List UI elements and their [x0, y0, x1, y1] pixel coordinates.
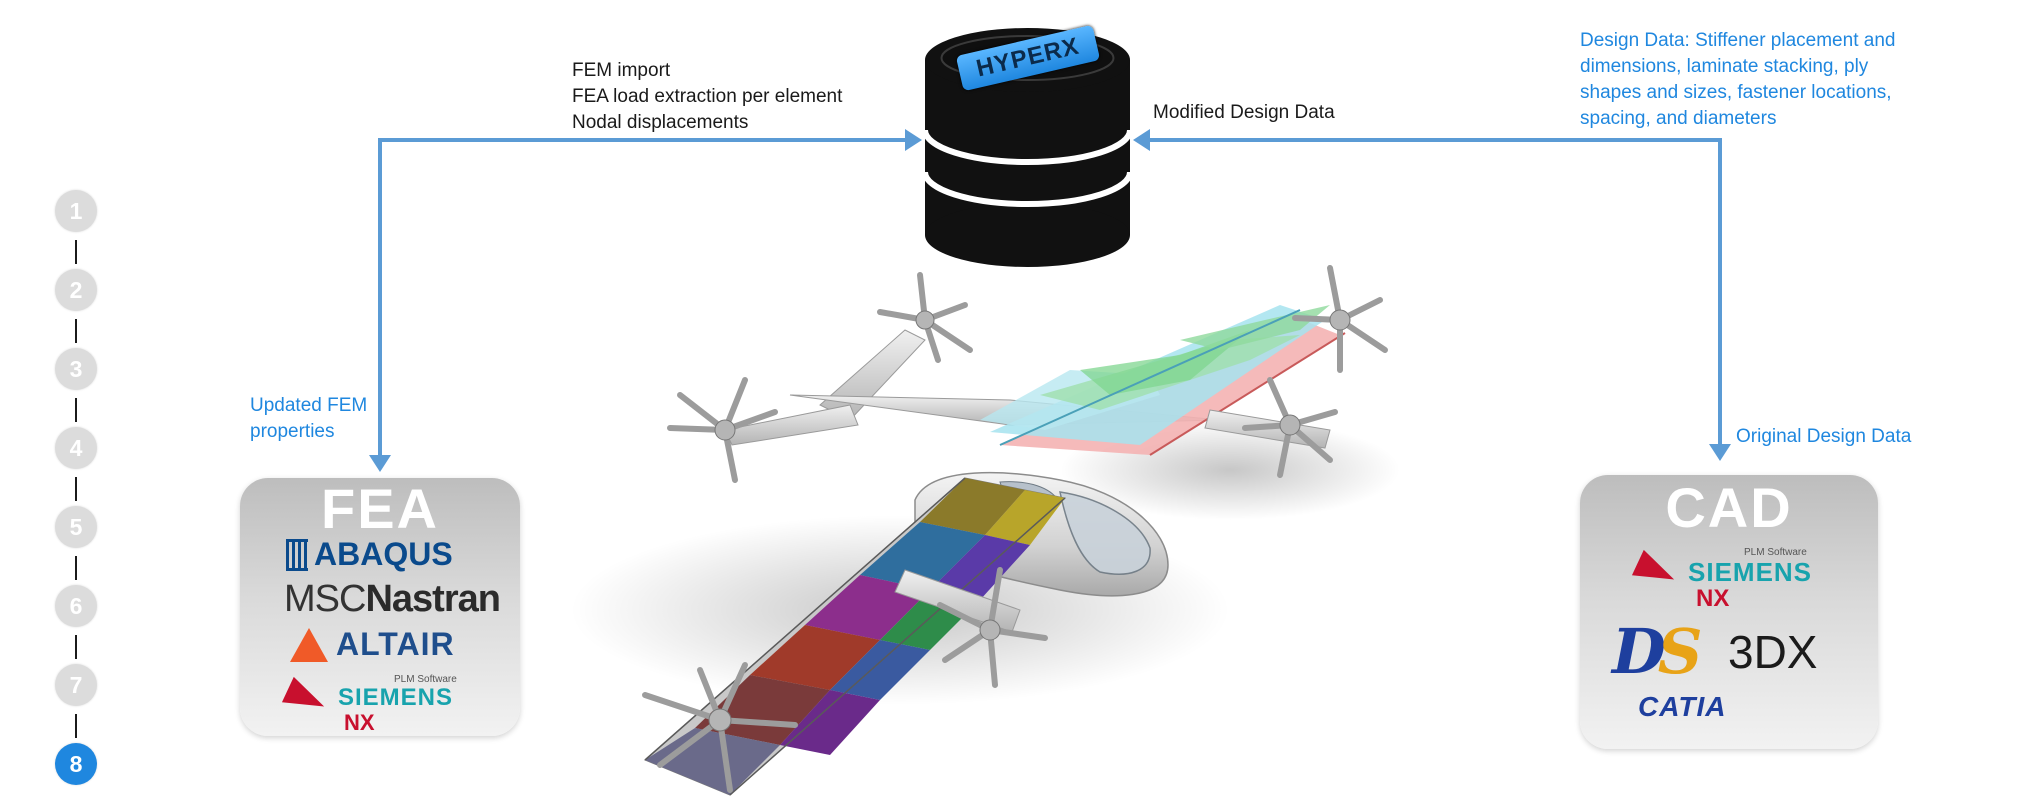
fem-label-line: FEM import	[572, 60, 671, 81]
cad-software-panel[interactable]: CAD PLM Software SIEMENS NX DS 3DX CATIA	[1580, 475, 1878, 749]
siemens-nx-icon	[1631, 549, 1681, 593]
msc-text: MSC	[284, 578, 366, 620]
step-connector	[75, 556, 77, 580]
siemens-text: SIEMENS	[1688, 557, 1813, 587]
altair-text: ALTAIR	[336, 626, 455, 662]
fea-arrow	[369, 129, 922, 472]
updated-fem-line: Updated FEM	[250, 395, 368, 416]
design-data-line: spacing, and diameters	[1580, 108, 1777, 129]
step-8-active[interactable]: 8	[55, 743, 97, 785]
plm-software-text: PLM Software	[394, 674, 457, 685]
nx-text: NX	[1696, 585, 1730, 612]
step-connector	[75, 635, 77, 659]
original-design-data-label: Original Design Data	[1736, 426, 1912, 447]
plm-software-text: PLM Software	[1744, 547, 1807, 558]
step-4[interactable]: 4	[55, 427, 97, 469]
catia-text: CATIA	[1638, 691, 1727, 722]
step-5[interactable]: 5	[55, 506, 97, 548]
step-6[interactable]: 6	[55, 585, 97, 627]
fem-label-line: Nodal displacements	[572, 112, 749, 133]
abaqus-text: ABAQUS	[314, 536, 453, 572]
design-data-label: Design Data: Stiffener placement and dim…	[1580, 28, 1895, 132]
fem-label-line: FEA load extraction per element	[572, 86, 843, 107]
altair-icon	[290, 627, 328, 662]
step-indicator: 1 2 3 4 5 6 7 8	[52, 190, 102, 785]
siemens-nx-icon	[281, 676, 331, 720]
step-2[interactable]: 2	[55, 269, 97, 311]
design-data-line: dimensions, laminate stacking, ply	[1580, 56, 1869, 77]
step-connector	[75, 240, 77, 264]
evtol-aircraft-illustration	[570, 265, 1400, 796]
fea-panel-title: FEA	[321, 477, 439, 540]
step-connector	[75, 477, 77, 501]
nastran-text: Nastran	[365, 578, 500, 620]
step-3[interactable]: 3	[55, 348, 97, 390]
fea-software-panel[interactable]: FEA ABAQUS MSCNastran ALTAIR PLM Softwar…	[240, 477, 520, 736]
catia-3dx-logo: DS 3DX CATIA	[1610, 615, 1850, 725]
abaqus-icon	[286, 538, 308, 571]
updated-fem-line: properties	[250, 421, 335, 442]
siemens-nx-logo: PLM Software SIEMENS NX	[1631, 547, 1836, 612]
modified-design-data-label: Modified Design Data	[1153, 102, 1335, 123]
siemens-nx-logo: PLM Software SIEMENS NX	[281, 674, 486, 735]
abaqus-logo: ABAQUS	[286, 536, 453, 573]
updated-fem-label: Updated FEM properties	[250, 393, 367, 445]
design-data-line: shapes and sizes, fastener locations,	[1580, 82, 1892, 103]
step-1[interactable]: 1	[55, 190, 97, 232]
cad-panel-title: CAD	[1665, 476, 1793, 539]
step-connector	[75, 398, 77, 422]
dassault-ds-icon: DS	[1612, 615, 1702, 688]
siemens-text: SIEMENS	[338, 684, 454, 711]
step-connector	[75, 714, 77, 738]
altair-logo: ALTAIR	[290, 626, 455, 663]
design-data-line: Design Data: Stiffener placement and	[1580, 30, 1896, 51]
step-connector	[75, 319, 77, 343]
cad-arrow	[1133, 129, 1731, 461]
nx-text: NX	[344, 710, 375, 735]
step-7[interactable]: 7	[55, 664, 97, 706]
threedx-text: 3DX	[1728, 626, 1818, 678]
msc-nastran-logo: MSCNastran	[284, 578, 501, 621]
fem-data-label: FEM import FEA load extraction per eleme…	[572, 58, 842, 136]
